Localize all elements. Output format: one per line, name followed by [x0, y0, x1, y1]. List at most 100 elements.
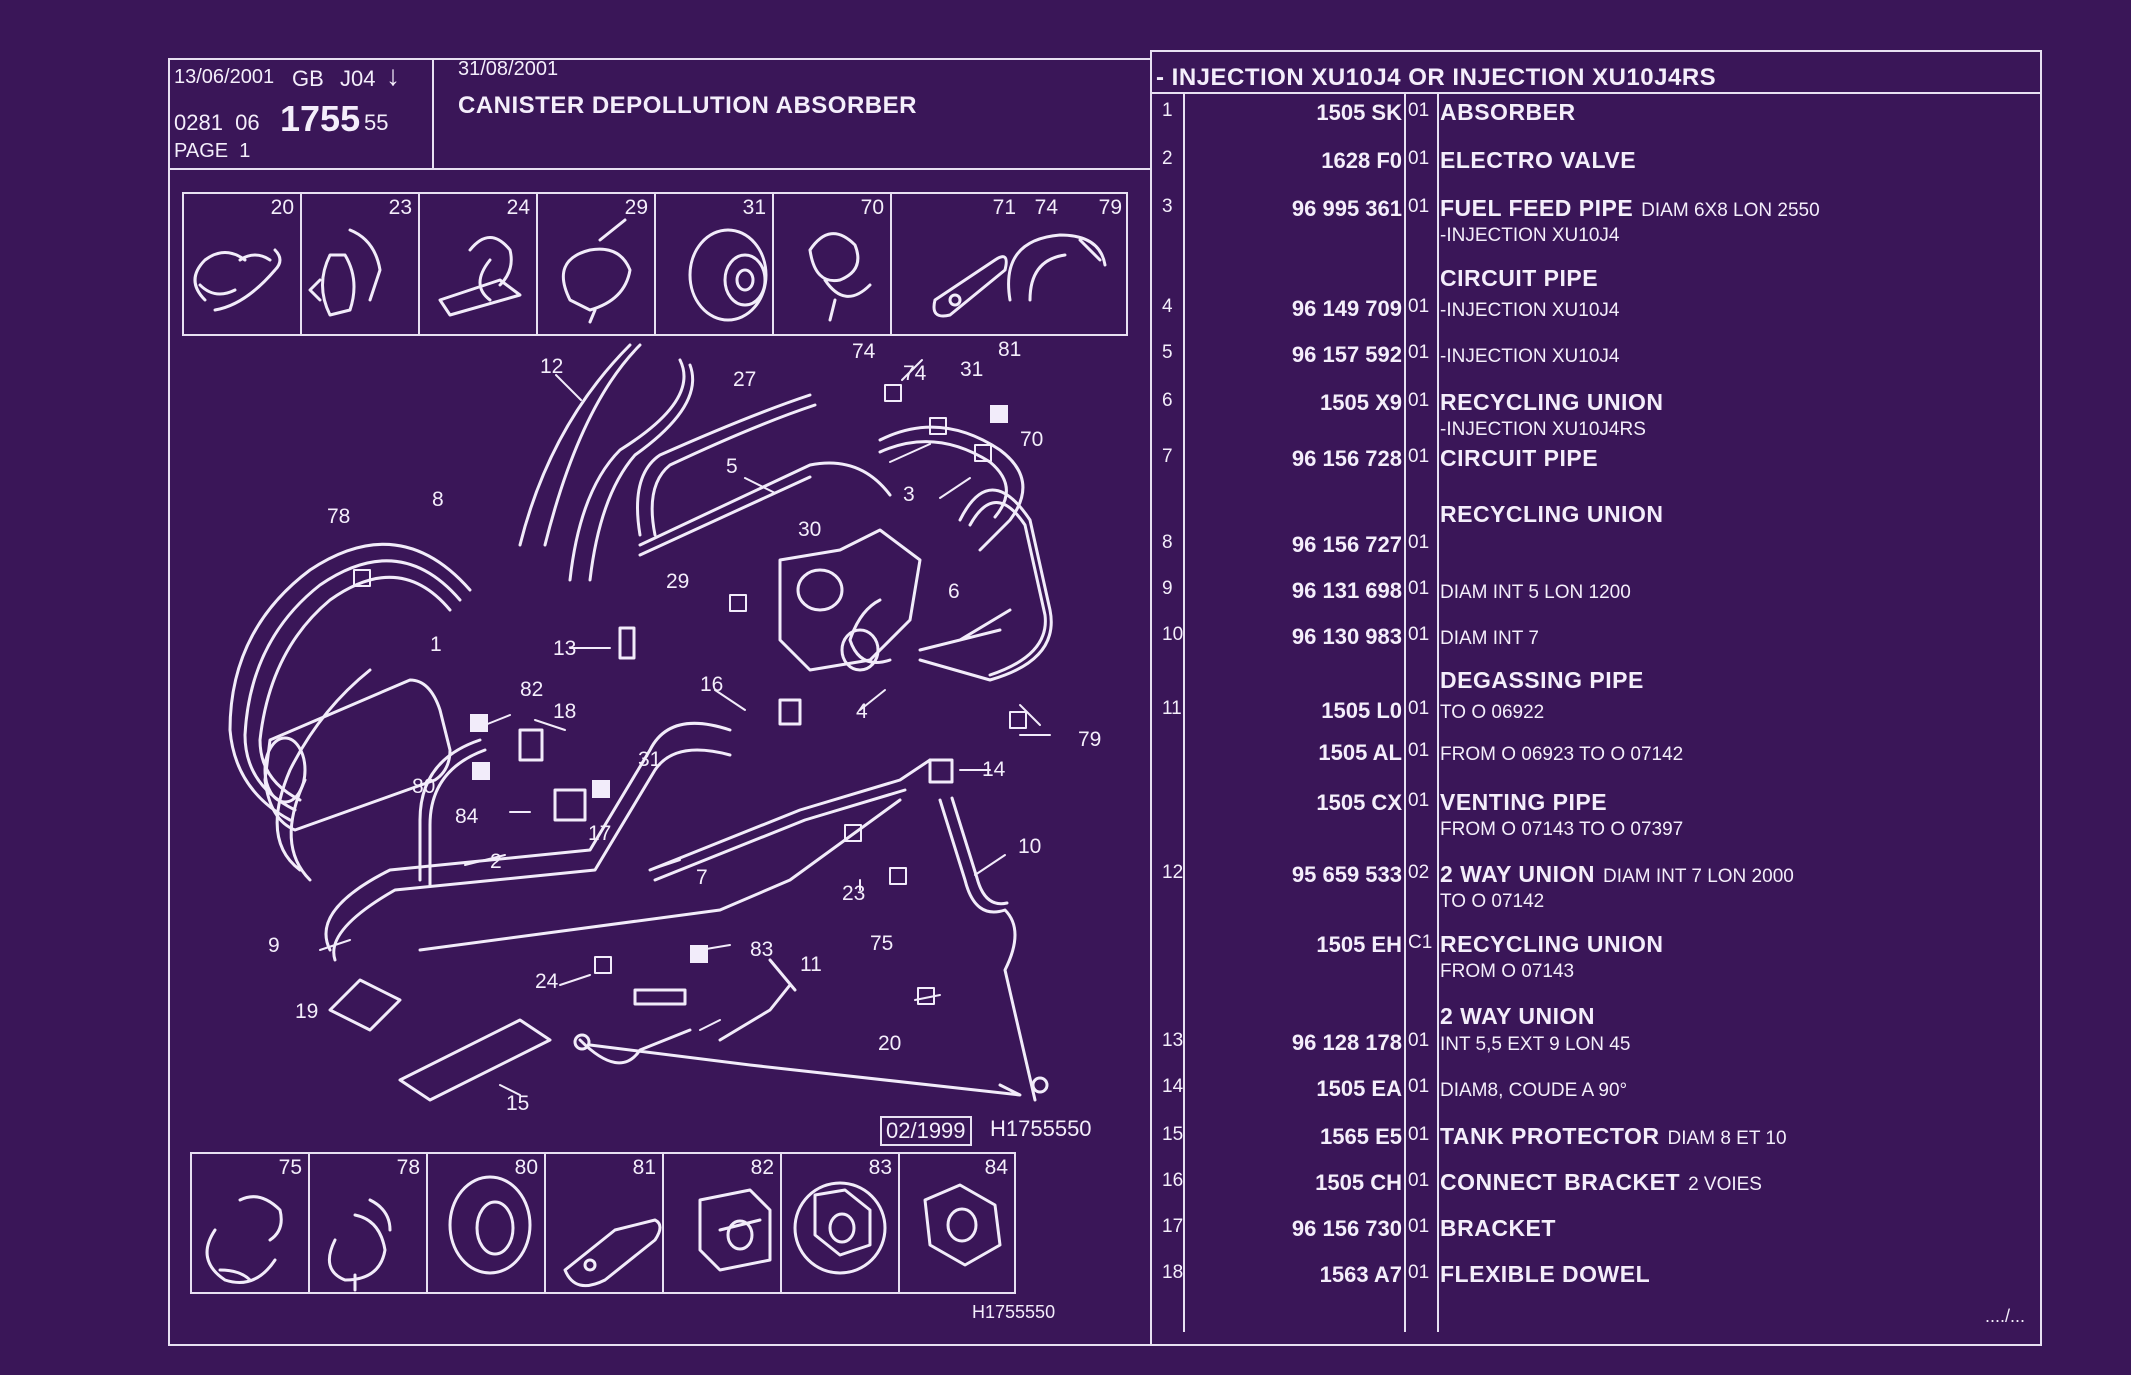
- callout-label: 6: [948, 580, 960, 603]
- strip-cell: 78: [310, 1154, 428, 1292]
- parts-list-row: CIRCUIT PIPE: [1150, 266, 2040, 306]
- continuation-marker: ..../...: [1985, 1306, 2026, 1326]
- header-vdivider: [432, 58, 434, 168]
- quantity: 01: [1408, 698, 1430, 719]
- row-number: 16: [1162, 1170, 1184, 1191]
- header-page: PAGE 1: [174, 140, 251, 162]
- callout-label: 19: [295, 1000, 319, 1023]
- arrow-down-icon: ↓: [386, 60, 400, 91]
- diagram-stamp: 02/1999: [880, 1116, 972, 1146]
- col-divider-pn: [1404, 92, 1406, 1332]
- part-title: CIRCUIT PIPE: [1440, 445, 1599, 471]
- part-description: RECYCLING UNION-INJECTION XU10J4RS: [1440, 390, 1663, 442]
- part-description: DIAM8, COUDE A 90°: [1440, 1076, 1627, 1103]
- strip-cell: 80: [428, 1154, 546, 1292]
- strip-cell: 82: [664, 1154, 782, 1292]
- callout-label: 24: [535, 970, 559, 993]
- part-description: TO O 06922: [1440, 698, 1544, 725]
- callout-label: 84: [455, 805, 479, 828]
- part-number: 96 149 709: [1291, 296, 1402, 321]
- header-ref-suffix: 55: [364, 110, 389, 135]
- part-title: BRACKET: [1440, 1215, 1556, 1241]
- canister-absorber: [263, 678, 452, 832]
- strip-cell: 75: [192, 1154, 310, 1292]
- callout-label: 20: [878, 1032, 902, 1055]
- part-number: 1565 E5: [1320, 1124, 1402, 1149]
- row-number: 12: [1162, 862, 1184, 883]
- callout-label: 31: [960, 358, 984, 381]
- quantity: 01: [1408, 1216, 1430, 1237]
- part-number: 96 131 698: [1291, 578, 1402, 603]
- strip-cell: 83: [782, 1154, 900, 1292]
- part-description: ABSORBER: [1440, 100, 1576, 127]
- part-number: 1505 L0: [1321, 698, 1402, 723]
- callout-label: 12: [540, 355, 564, 378]
- strip-cell: 31: [656, 194, 774, 334]
- quantity: 01: [1408, 342, 1430, 363]
- part-number: 1505 EH: [1316, 932, 1402, 957]
- quantity: 01: [1408, 532, 1430, 553]
- quantity: 01: [1408, 1262, 1430, 1283]
- row-number: 7: [1162, 446, 1173, 467]
- row-number: 4: [1162, 296, 1173, 317]
- quantity: 02: [1408, 862, 1430, 883]
- page-title: CANISTER DEPOLLUTION ABSORBER: [458, 92, 917, 119]
- list-header-line: [1150, 92, 2042, 94]
- row-number: 1: [1162, 100, 1173, 121]
- part-spec: DIAM INT 5 LON 1200: [1440, 582, 1631, 603]
- callout-label: 10: [1018, 835, 1042, 858]
- callout-label: 29: [666, 570, 690, 593]
- flange-nut-icon: [793, 1181, 887, 1275]
- row-number: 17: [1162, 1216, 1184, 1237]
- header-ref-main: 1755: [280, 98, 361, 139]
- callout-label: 74: [903, 362, 927, 385]
- row-number: 10: [1162, 624, 1184, 645]
- quantity: C1: [1408, 932, 1433, 953]
- part-spec: INT 5,5 EXT 9 LON 45: [1440, 1034, 1631, 1055]
- callout-label: 23: [842, 882, 866, 905]
- header-ref-prefix: 0281 06: [174, 110, 260, 135]
- part-spec: FROM O 06923 TO O 07142: [1440, 744, 1684, 765]
- connector-fittings: [328, 626, 1049, 1102]
- part-spec: TO O 06922: [1440, 702, 1545, 723]
- tube-clip-icon: [561, 218, 632, 324]
- quantity: 01: [1408, 196, 1430, 217]
- right-panel-frame: [1150, 50, 2042, 1346]
- quantity: 01: [1408, 1076, 1430, 1097]
- part-description: DEGASSING PIPE: [1440, 668, 1644, 695]
- callout-label: 4: [856, 700, 868, 723]
- callout-label: 79: [1078, 728, 1102, 751]
- header-bottom-line: [432, 168, 1152, 170]
- part-number: 95 659 533: [1291, 862, 1402, 887]
- part-subline: TO O 07142: [1440, 891, 1545, 912]
- callout-label: 15: [506, 1092, 530, 1115]
- quantity: 01: [1408, 100, 1430, 121]
- footer-ref: H1755550: [972, 1302, 1056, 1322]
- bottom-parts-strip: 75 78 80 81 82 83 84: [190, 1152, 1016, 1294]
- row-number: 5: [1162, 342, 1173, 363]
- row-number: 11: [1162, 698, 1182, 719]
- part-number: 1505 CX: [1316, 790, 1402, 815]
- bracket-clip-icon: [438, 236, 522, 317]
- ring-clip-icon: [1007, 233, 1107, 302]
- callout-label: 74: [852, 340, 876, 363]
- clamp-icon: [308, 228, 382, 317]
- callout-label: 31: [638, 748, 662, 771]
- part-number: 1628 F0: [1321, 148, 1402, 173]
- callout-label: 81: [998, 338, 1022, 361]
- callout-label: 18: [553, 700, 577, 723]
- part-description: ELECTRO VALVE: [1440, 148, 1636, 175]
- callout-label: 78: [327, 505, 351, 528]
- callout-label: 8: [432, 488, 444, 511]
- double-clip-icon: [808, 232, 872, 322]
- part-title: RECYCLING UNION: [1440, 931, 1664, 957]
- electro-valve-body: [778, 528, 922, 672]
- page-subtitle: - INJECTION XU10J4 OR INJECTION XU10J4RS: [1156, 64, 1717, 91]
- quantity: 01: [1408, 296, 1430, 317]
